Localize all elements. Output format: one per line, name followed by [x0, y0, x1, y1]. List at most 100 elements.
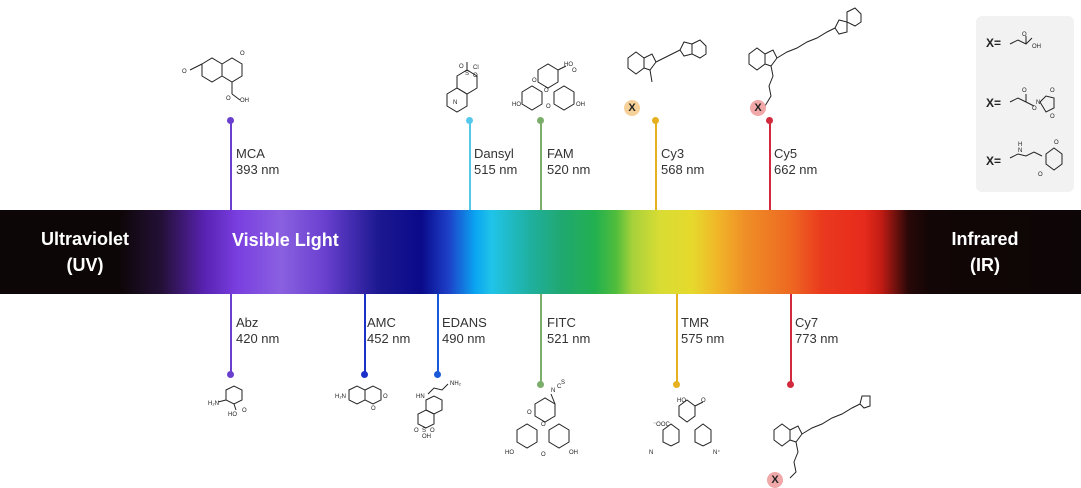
dye-wavelength-tmr: 575 nm [681, 331, 725, 346]
dye-name-fam: FAM [547, 146, 574, 161]
dye-name-dansyl: Dansyl [474, 146, 514, 161]
abz-atom-2: HO [228, 412, 237, 418]
marker-tmr-label: TMR 575 nm [681, 315, 724, 347]
abz-atom-3: O [242, 408, 247, 414]
tmr-atom-1: HO [677, 398, 686, 404]
dye-name-abz: Abz [236, 315, 259, 330]
dye-wavelength-cy5: 662 nm [774, 162, 818, 177]
carboxyl-atom-1: O [1022, 32, 1027, 38]
fitc-atom-3: S [561, 380, 565, 386]
marker-dansyl-line [469, 120, 471, 210]
dye-name-amc: AMC [367, 315, 396, 330]
marker-cy7-line [790, 294, 792, 384]
marker-cy3-label: Cy3 568 nm [661, 146, 704, 178]
maleimide-atom-4: O [1038, 172, 1043, 178]
dye-wavelength-cy3: 568 nm [661, 162, 705, 177]
carboxylic-acid-group-icon: O OH [1009, 32, 1041, 50]
region-ultraviolet: Ultraviolet (UV) [30, 226, 140, 278]
region-visible-light: Visible Light [232, 230, 339, 250]
fitc-atom-1: N [551, 388, 555, 394]
marker-tmr-dot [673, 381, 680, 388]
tmr-atom-3: ⁻OOC [653, 422, 671, 428]
dye-wavelength-fitc: 521 nm [547, 331, 591, 346]
dye-name-edans: EDANS [442, 315, 487, 330]
structure-fam: HO O O O HO O OH [512, 62, 585, 111]
badge-x-cy5: X [750, 100, 766, 116]
fitc-atom-5: O [541, 422, 546, 428]
marker-fitc-label: FITC 521 nm [547, 315, 590, 347]
nhs-ester-group-icon: O O N O O [1009, 88, 1055, 120]
carboxyl-atom-2: OH [1032, 44, 1041, 50]
region-infrared: Infrared (IR) [935, 226, 1035, 278]
marker-tmr-line [676, 294, 678, 384]
reactive-group-legend: X= O OH X= O O N O O X= H N O O [976, 16, 1074, 192]
marker-abz-label: Abz 420 nm [236, 315, 279, 347]
edans-atom-4: S [422, 428, 426, 434]
amc-atom-1: H₂N [335, 394, 346, 400]
dye-wavelength-dansyl: 515 nm [474, 162, 518, 177]
marker-dansyl-dot [466, 117, 473, 124]
structure-cy5 [748, 7, 862, 107]
marker-amc-line [364, 294, 366, 374]
nhs-atom-2: O [1032, 106, 1037, 112]
mca-atom-4: OH [240, 98, 249, 104]
marker-dansyl-label: Dansyl 515 nm [474, 146, 517, 178]
dansyl-atom-1: O [459, 64, 464, 70]
edans-atom-3: O [414, 428, 419, 434]
structure-abz: H₂N HO O [208, 385, 247, 418]
region-infrared-line1: Infrared [951, 229, 1019, 249]
marker-edans-line [437, 294, 439, 374]
amc-atom-3: O [383, 394, 388, 400]
marker-abz-line [230, 294, 232, 374]
marker-fam-label: FAM 520 nm [547, 146, 590, 178]
structure-edans: NH₂ HN O S O OH [414, 381, 462, 440]
fam-atom-6: O [572, 68, 577, 74]
nhs-atom-3: N [1036, 100, 1040, 106]
tmr-atom-2: O [701, 398, 706, 404]
region-ultraviolet-line1: Ultraviolet [40, 229, 130, 249]
mca-atom-3: O [226, 96, 231, 102]
fam-atom-5: HO [564, 62, 573, 68]
fitc-atom-8: OH [569, 450, 578, 456]
nhs-atom-4: O [1050, 88, 1055, 94]
legend-x-carboxyl: X= [986, 36, 1002, 50]
edans-atom-2: HN [416, 394, 425, 400]
fam-atom-2: O [532, 78, 537, 84]
structure-amc: H₂N O O [335, 385, 388, 412]
legend-x-nhs: X= [986, 96, 1002, 110]
dye-name-cy7: Cy7 [795, 315, 819, 330]
edans-atom-5: O [430, 428, 435, 434]
marker-fam-line [540, 120, 542, 210]
dye-wavelength-amc: 452 nm [367, 331, 411, 346]
fitc-atom-7: O [541, 452, 546, 458]
dye-name-mca: MCA [236, 146, 265, 161]
badge-x-cy7: X [767, 472, 783, 488]
abz-atom-1: H₂N [208, 401, 219, 407]
edans-atom-6: OH [422, 434, 431, 440]
dye-wavelength-cy7: 773 nm [795, 331, 839, 346]
amc-atom-2: O [371, 406, 376, 412]
maleimide-atom-2: N [1018, 148, 1022, 154]
marker-edans-label: EDANS 490 nm [442, 315, 487, 347]
marker-cy5-dot [766, 117, 773, 124]
dye-wavelength-mca: 393 nm [236, 162, 280, 177]
dye-name-cy5: Cy5 [774, 146, 798, 161]
marker-cy7-dot [787, 381, 794, 388]
nhs-atom-5: O [1050, 114, 1055, 120]
marker-cy5-label: Cy5 662 nm [774, 146, 817, 178]
mca-atom-1: O [182, 69, 187, 75]
marker-mca-line [230, 120, 232, 210]
marker-cy3-dot [652, 117, 659, 124]
dye-wavelength-abz: 420 nm [236, 331, 280, 346]
fitc-atom-4: O [527, 410, 532, 416]
maleimide-atom-1: H [1018, 142, 1022, 148]
spectrum-band [0, 210, 1081, 294]
fitc-atom-2: C [557, 384, 562, 390]
marker-mca-dot [227, 117, 234, 124]
structure-cy3 [627, 39, 707, 83]
marker-cy5-line [769, 120, 771, 210]
tmr-atom-5: N⁺ [713, 449, 721, 456]
marker-fam-dot [537, 117, 544, 124]
dansyl-atom-2: S [465, 71, 469, 77]
